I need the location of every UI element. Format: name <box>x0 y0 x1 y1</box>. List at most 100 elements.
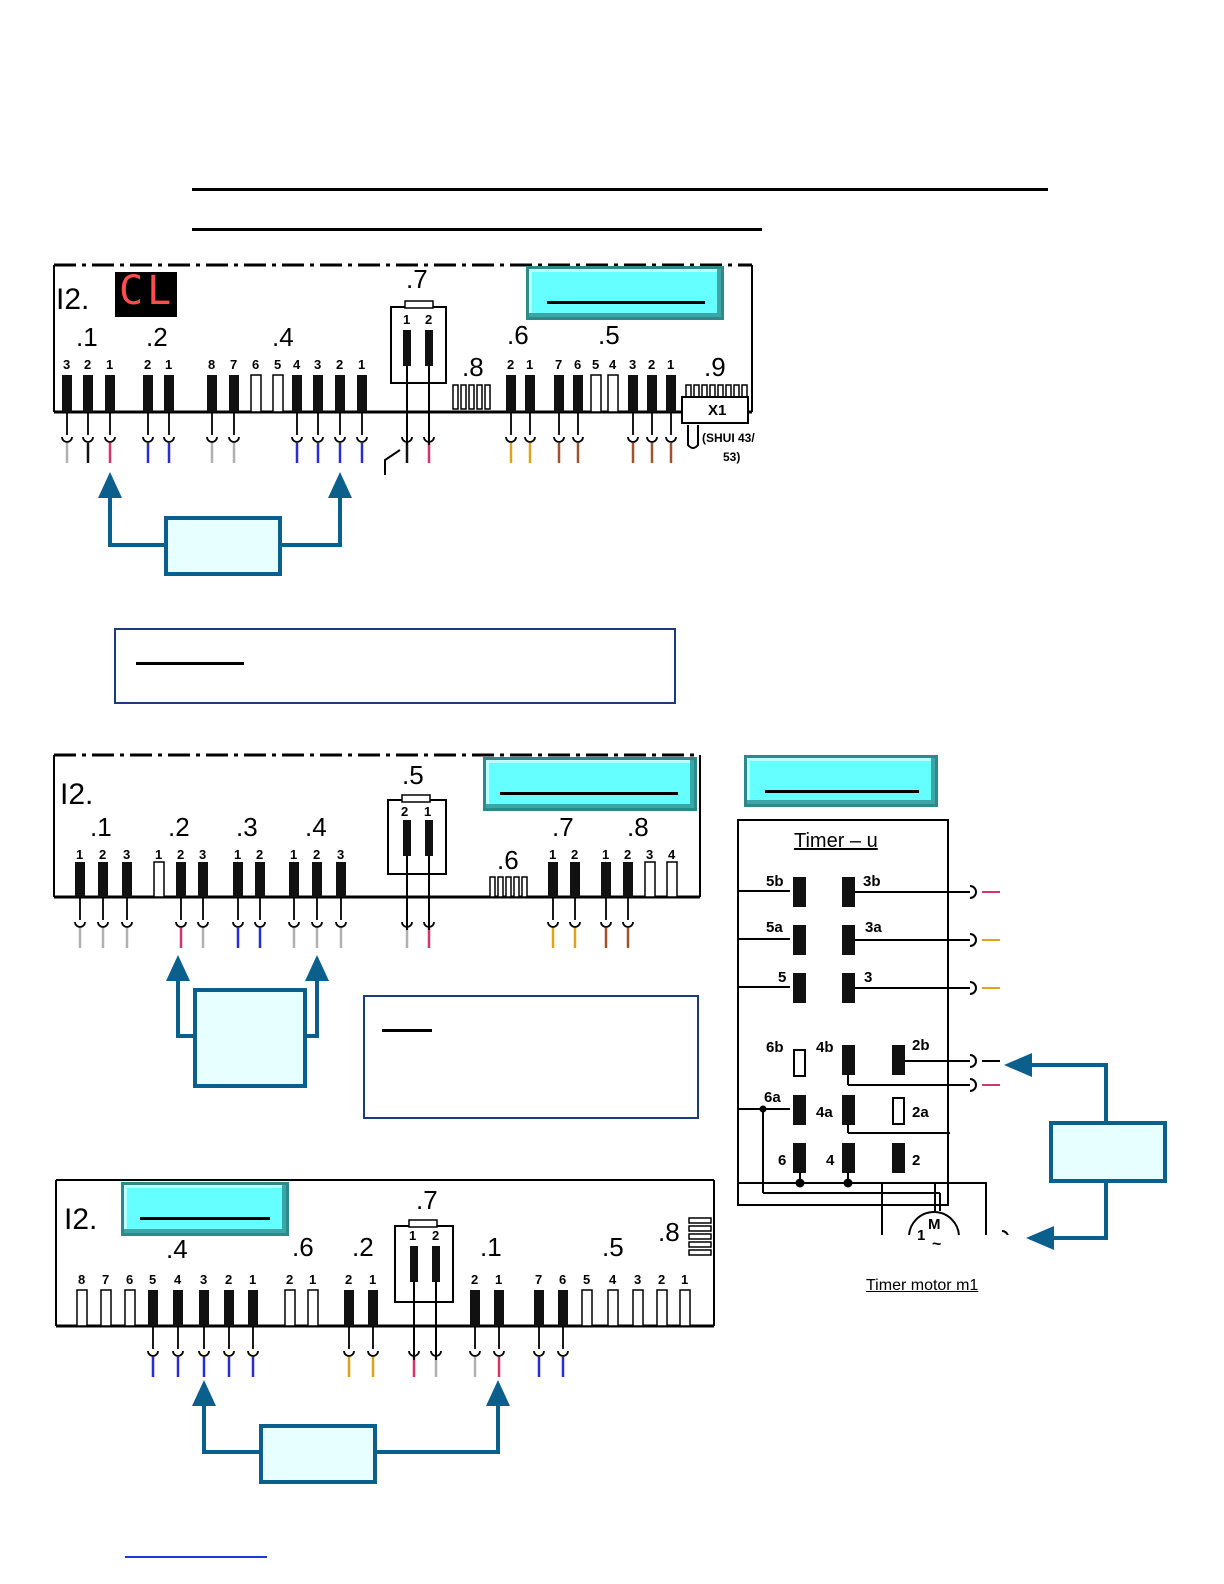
b3-pin-g4-4 <box>173 1290 183 1326</box>
b1-wire-g6-0-hook <box>505 413 517 443</box>
timer-motor-1: 1 <box>917 1227 926 1244</box>
b1-pin-g6-1 <box>525 375 535 412</box>
b1-wire-g5-6-hook <box>665 413 677 443</box>
board-3-diagram <box>55 1179 715 1377</box>
b3-group-2: .2 <box>352 1232 374 1262</box>
b1-pin-label-g1-0: 3 <box>63 357 71 372</box>
b1-pin-g6-0 <box>506 375 516 412</box>
board-1-pins <box>62 374 676 413</box>
title-rule-2 <box>192 228 762 231</box>
timer-contact-label-3a: 3a <box>865 919 882 936</box>
b1-pin-label-g5-6: 1 <box>667 357 675 372</box>
b3-pin-label-g6-1: 1 <box>309 1272 317 1287</box>
b3-wire-g4-7-hook <box>247 1327 259 1357</box>
b2-pin-g2-0 <box>153 861 165 898</box>
b1-pin-label-g4-4: 4 <box>293 357 301 372</box>
b3-pin-label-g4-2: 6 <box>126 1272 134 1287</box>
b2-group-5: .5 <box>402 760 424 790</box>
b3-group-6: .6 <box>292 1232 314 1262</box>
board-3-prefix: I2. <box>64 1203 98 1236</box>
b3-pin-g4-3 <box>148 1290 158 1326</box>
b3-pin-label-g4-5: 3 <box>200 1272 208 1287</box>
b1-wire-g2-1-hook <box>163 413 175 443</box>
b3-pin-label-g4-4: 4 <box>174 1272 182 1287</box>
timer-contact-label-6a: 6a <box>764 1089 781 1106</box>
timer-schematic <box>737 819 1009 1235</box>
b1-pin-label-g4-1: 7 <box>230 357 238 372</box>
b1-pin-g5-0 <box>554 375 564 412</box>
b2-pin-label-g1-0: 1 <box>76 847 84 862</box>
b3-pin-g4-1 <box>100 1289 112 1327</box>
b1-pin-label-g1-1: 2 <box>84 357 92 372</box>
b3-group-8: .8 <box>658 1217 680 1247</box>
b1-pin-g4-1 <box>229 375 239 412</box>
b1-pin-label-g2-0: 2 <box>144 357 152 372</box>
b1-pin-g5-3 <box>607 374 619 413</box>
timer-title: Timer – u <box>794 830 878 852</box>
b1-pin-g4-7 <box>357 375 367 412</box>
b1-wire-g5-0-hook <box>553 413 565 443</box>
b3-group-7: .7 <box>416 1185 438 1215</box>
b2-pin-label-g8-2: 3 <box>646 847 654 862</box>
b1-wire-g4-7-hook <box>356 413 368 443</box>
board-3-label-box <box>121 1182 289 1236</box>
b1-pin-g2-0 <box>143 375 153 412</box>
b1-pin-label-g2-1: 1 <box>165 357 173 372</box>
b3-pin-g6-1 <box>307 1289 319 1327</box>
b1-group-6: .6 <box>507 320 529 350</box>
b2-pin-g8-0 <box>601 862 611 897</box>
timer-contact-label-2: 2 <box>912 1152 921 1169</box>
b3-pin-label-g4-0: 8 <box>78 1272 86 1287</box>
board-2-callout-box <box>193 988 307 1088</box>
timer-contact-label-5: 5 <box>778 969 787 986</box>
timer-contact-label-4a: 4a <box>816 1104 833 1121</box>
b1-wire-g5-5-hook <box>646 413 658 443</box>
b1-pin-label-g5-3: 4 <box>609 357 617 372</box>
b3-wire-g4-4-hook <box>172 1327 184 1357</box>
b3-pin-label-g5-5: 2 <box>658 1272 666 1287</box>
b2-wire-g1-0-hook <box>74 898 86 928</box>
b3-pin-g4-0 <box>76 1289 88 1327</box>
b2-relay-pin-1: 1 <box>424 804 432 819</box>
b2-pin-g7-1 <box>570 862 580 897</box>
relay-5-body <box>387 799 447 875</box>
b2-group-4: .4 <box>305 812 327 842</box>
b3-pin-label-g2-1: 1 <box>369 1272 377 1287</box>
b1-pin-label-g6-0: 2 <box>507 357 515 372</box>
b3-pin-label-g4-3: 5 <box>149 1272 157 1287</box>
timer-contact-label-3: 3 <box>864 969 873 986</box>
b3-pin-label-g5-1: 6 <box>559 1272 567 1287</box>
b3-wire-g4-6-hook <box>223 1327 235 1357</box>
b2-pin-label-g4-2: 3 <box>337 847 345 862</box>
b2-pin-g8-3 <box>666 861 678 898</box>
board-1-callout-box <box>164 516 282 576</box>
b2-pin-label-g3-1: 2 <box>256 847 264 862</box>
b1-wire-g4-5-hook <box>312 413 324 443</box>
timer-label-box <box>744 755 938 807</box>
timer-contact-label-5a: 5a <box>766 919 783 936</box>
b2-pin-g3-1 <box>255 862 265 897</box>
b3-group-4: .4 <box>166 1234 188 1264</box>
b3-wire-g4-5-hook <box>198 1327 210 1357</box>
board-1-callout-arrows <box>98 472 352 547</box>
b2-pin-g2-1 <box>176 862 186 897</box>
board-1-wires <box>61 413 677 463</box>
b3-pin-label-g4-1: 7 <box>102 1272 110 1287</box>
timer-callout-box <box>1049 1121 1167 1183</box>
b3-pin-g2-0 <box>344 1290 354 1326</box>
timer-contact-label-4b: 4b <box>816 1039 834 1056</box>
b2-group-7: .7 <box>552 812 574 842</box>
b3-pin-g6-0 <box>284 1289 296 1327</box>
relay-b3-7-body <box>394 1225 454 1303</box>
b2-wire-g3-1-hook <box>254 898 266 928</box>
b1-relay-pin-1: 1 <box>403 312 411 327</box>
b2-wire-g1-1-hook <box>97 898 109 928</box>
b1-pin-label-g6-1: 1 <box>526 357 534 372</box>
b1-pin-label-g1-2: 1 <box>106 357 114 372</box>
b2-group-6: .6 <box>497 845 519 875</box>
b1-relay-pin-2: 2 <box>425 312 433 327</box>
b3-wire-g5-1-hook <box>557 1327 569 1357</box>
bottom-link-rule <box>125 1556 267 1558</box>
b2-pin-g4-2 <box>336 862 346 897</box>
board-1-diagram <box>53 263 753 475</box>
